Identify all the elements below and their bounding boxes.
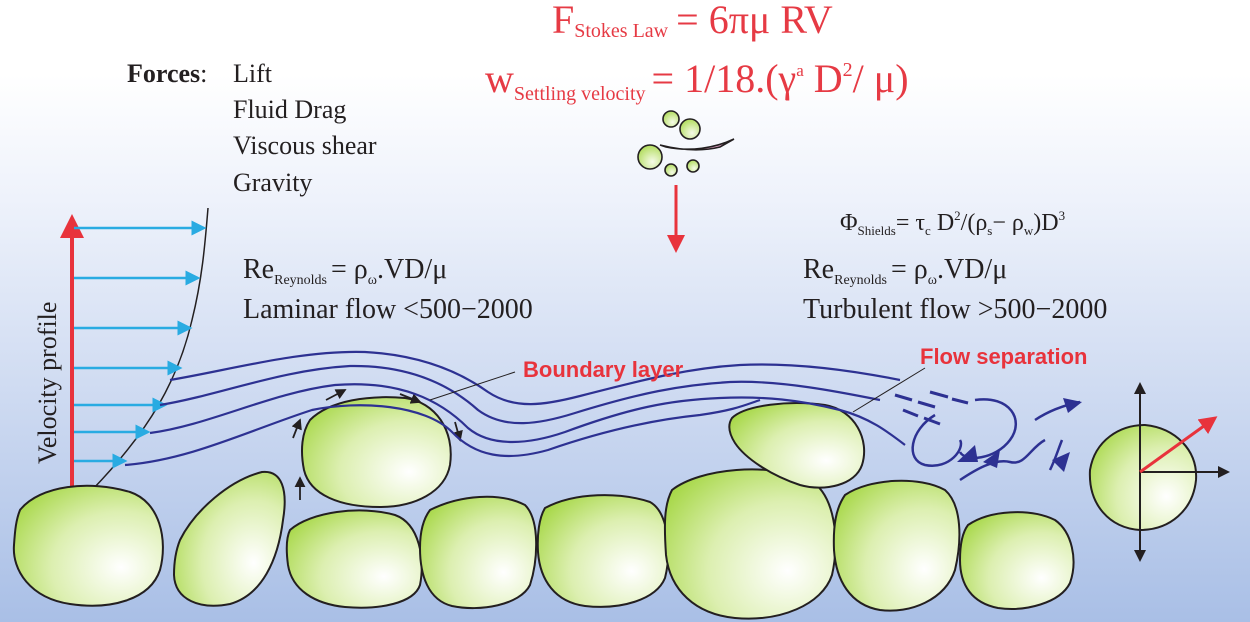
grain — [536, 494, 670, 608]
grain — [418, 495, 538, 610]
turbulent-flow-label: Turbulent flow >500−2000 — [803, 294, 1107, 325]
flow-separation-label: Flow separation — [920, 344, 1087, 369]
grain — [12, 484, 164, 607]
flow-separation-leader — [852, 367, 926, 413]
velocity-profile-label: Velocity profile — [33, 302, 62, 464]
grain — [172, 470, 286, 607]
streamlines — [124, 350, 906, 467]
force-fluid-drag: Fluid Drag — [233, 95, 346, 124]
grain — [958, 511, 1075, 610]
streamline — [149, 383, 906, 446]
boundary-layer-label: Boundary layer — [523, 357, 684, 382]
laminar-flow-label: Laminar flow <500−2000 — [243, 294, 533, 325]
streamline — [159, 364, 881, 425]
grain — [663, 468, 837, 620]
grain — [285, 509, 423, 609]
shields-formula: ΦShields= τc D2/(ρs− ρw)D3 — [840, 208, 1065, 238]
grain — [832, 479, 961, 612]
force-lift: Lift — [233, 59, 273, 88]
stokes-law-formula: FStokes Law= 6πμ RV — [552, 0, 833, 42]
reynolds-laminar-formula: ReReynolds= ρω.VD/μ — [243, 254, 447, 288]
force-gravity: Gravity — [233, 168, 312, 197]
streamline — [169, 350, 901, 406]
grain — [1088, 423, 1198, 532]
forces-title: Forces: — [127, 59, 207, 88]
boundary-layer-leader — [429, 371, 516, 401]
reynolds-turbulent-formula: ReReynolds= ρω.VD/μ — [803, 254, 1007, 288]
settling-velocity-formula: wSettling velocity= 1/18.(γa D2/ μ) — [485, 56, 909, 105]
force-viscous-shear: Viscous shear — [233, 131, 377, 160]
settling-particles — [637, 110, 735, 177]
streamline — [124, 398, 761, 467]
sediment-grains — [12, 396, 1075, 620]
eddy-arrowheads — [957, 398, 1082, 472]
separation-dashes — [894, 390, 969, 426]
grain — [301, 396, 452, 509]
grain-flow-arrows — [291, 389, 463, 500]
grain-force-axes — [1088, 382, 1230, 562]
velocity-profile: Velocity profile — [33, 207, 209, 491]
